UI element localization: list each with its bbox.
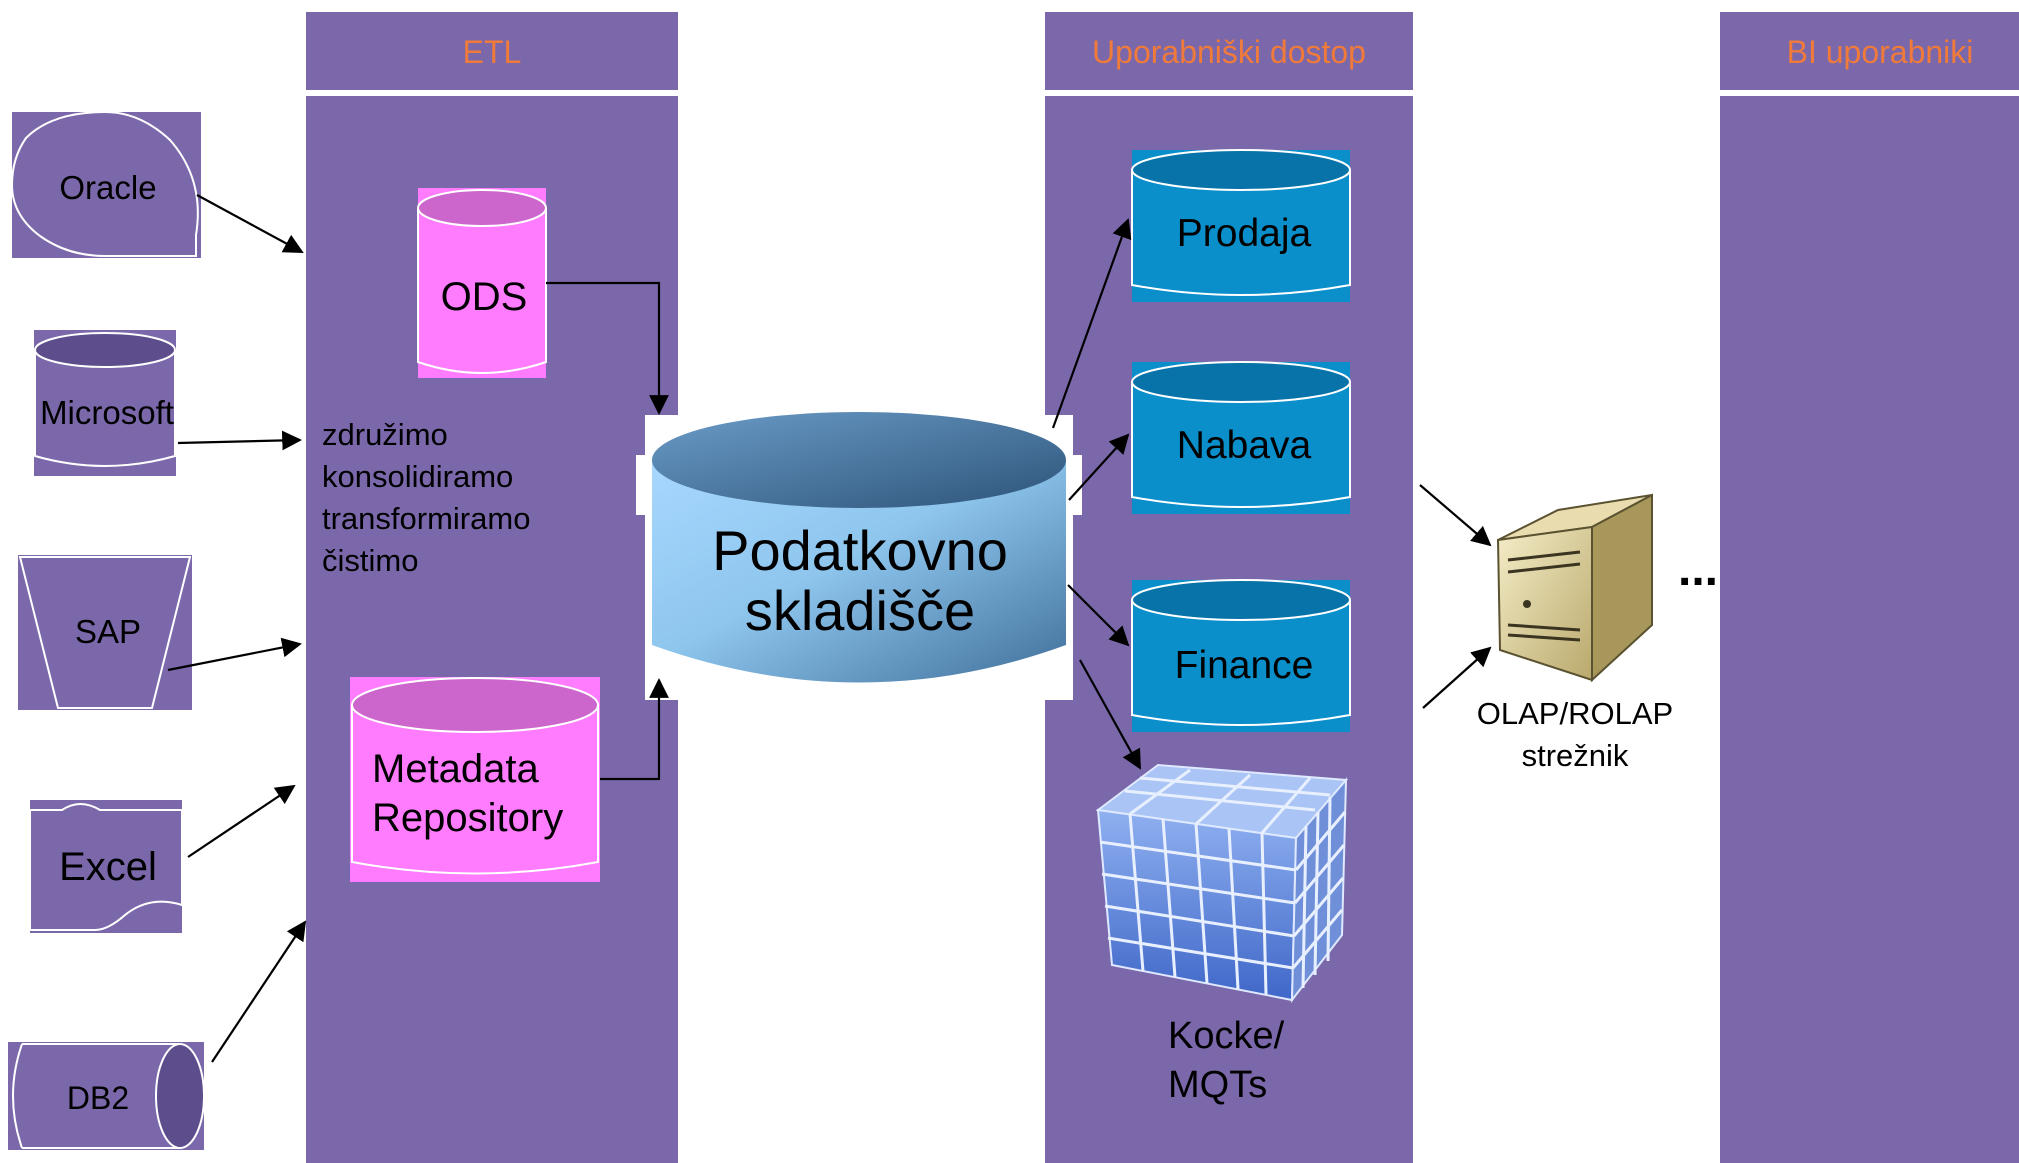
etl-arrows [546, 281, 669, 781]
source-db2: DB2 [8, 1042, 205, 1150]
microsoft-label: Microsoft [40, 394, 174, 431]
mart-finance: Finance [1131, 579, 1351, 732]
ods-label: ODS [441, 275, 528, 319]
server-label-line2: strežnik [1522, 738, 1629, 773]
server-label-line1: OLAP/ROLAP [1477, 696, 1673, 731]
prodaja-label: Prodaja [1177, 212, 1312, 255]
mart-arrows [1051, 218, 1141, 770]
cubes-label-line1: Kocke/ [1168, 1015, 1285, 1057]
bi-users-header: BI uporabniki [1787, 34, 1974, 70]
etl-step: transformiramo [322, 501, 530, 536]
ellipsis: ... [1678, 543, 1718, 596]
warehouse-label-line2: skladišče [745, 579, 975, 642]
source-microsoft: Microsoft [34, 330, 176, 476]
etl-header: ETL [463, 34, 522, 70]
source-oracle: Oracle [10, 110, 201, 258]
metadata-repository-cylinder: Metadata Repository [350, 677, 600, 882]
etl-steps: združimo konsolidiramo transformiramo či… [322, 417, 530, 578]
db2-label: DB2 [67, 1080, 129, 1116]
cube-icon [1095, 763, 1349, 1004]
etl-step: čistimo [322, 543, 418, 578]
etl-step: konsolidiramo [322, 459, 513, 494]
finance-label: Finance [1175, 644, 1314, 687]
ods-cylinder: ODS [417, 188, 547, 378]
source-excel: Excel [29, 800, 183, 933]
oracle-label: Oracle [59, 169, 156, 206]
etl-step: združimo [322, 417, 448, 452]
warehouse-label-line1: Podatkovno [712, 519, 1008, 582]
metadata-label: Metadata [372, 747, 540, 791]
mart-prodaja: Prodaja [1131, 149, 1351, 302]
excel-label: Excel [59, 845, 157, 889]
server-icon [1496, 493, 1653, 683]
bi-users-column: BI uporabniki [1720, 12, 2019, 1163]
source-sap: SAP [18, 555, 192, 710]
nabava-label: Nabava [1177, 424, 1312, 467]
server-arrows [1419, 484, 1492, 709]
etl-column: ETL [306, 12, 678, 1163]
cubes-label-line2: MQTs [1168, 1064, 1267, 1106]
sap-label: SAP [75, 613, 141, 650]
repository-label: Repository [372, 796, 563, 840]
mart-nabava: Nabava [1131, 361, 1351, 514]
data-warehouse-cylinder: Podatkovno skladišče [636, 412, 1082, 700]
user-access-header: Uporabniški dostop [1092, 34, 1366, 70]
source-arrows [167, 194, 307, 1063]
